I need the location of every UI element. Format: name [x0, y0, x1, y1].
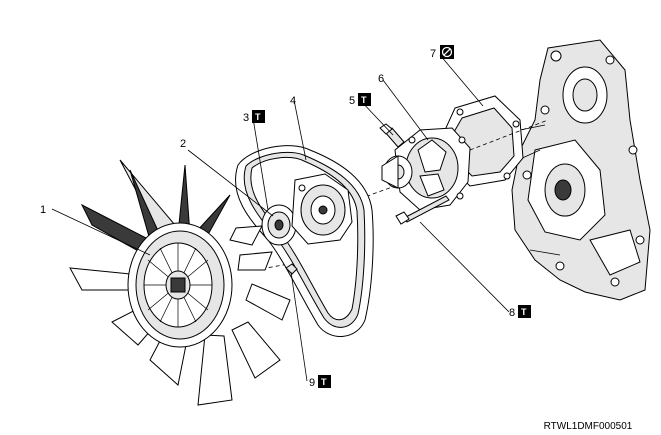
callout-number: 3: [243, 112, 249, 124]
reference-code: RTWL1DMF000501: [544, 421, 633, 432]
engine-front-cover: [511, 39, 651, 301]
callout-1: 1: [40, 204, 46, 216]
torque-wrench-icon: T: [358, 93, 371, 106]
svg-text:T: T: [255, 112, 261, 122]
fan-bolt: [285, 263, 298, 275]
fan-pulley-bracket: [291, 173, 353, 245]
callout-3: 3 T: [243, 110, 265, 124]
callout-number: 5: [349, 95, 355, 107]
callout-4: 4: [290, 95, 296, 107]
do-not-reuse-icon: [440, 45, 454, 59]
water-pump: [381, 127, 471, 211]
fan-clutch: [127, 222, 233, 348]
torque-wrench-icon: T: [318, 375, 331, 388]
svg-text:T: T: [521, 307, 527, 317]
callout-number: 8: [509, 307, 515, 319]
callout-5: 5 T: [349, 93, 371, 107]
svg-text:T: T: [321, 377, 327, 387]
long-bolt: [395, 195, 450, 225]
torque-wrench-icon: T: [252, 110, 265, 123]
callout-number: 6: [378, 73, 384, 85]
callout-number: 4: [290, 95, 296, 107]
callout-number: 2: [180, 138, 186, 150]
callout-9: 9 T: [309, 375, 331, 389]
torque-wrench-icon: T: [518, 305, 531, 318]
svg-text:T: T: [361, 95, 367, 105]
callout-8: 8 T: [509, 305, 531, 319]
callout-2: 2: [180, 138, 186, 150]
leader-lines: [51, 54, 510, 382]
callout-number: 1: [40, 204, 46, 216]
water-pump-bolt: [379, 123, 405, 148]
callout-number: 7: [430, 48, 436, 60]
callout-7: 7: [430, 45, 454, 60]
callout-6: 6: [378, 73, 384, 85]
callout-number: 9: [309, 377, 315, 389]
drive-belt: [235, 145, 374, 337]
